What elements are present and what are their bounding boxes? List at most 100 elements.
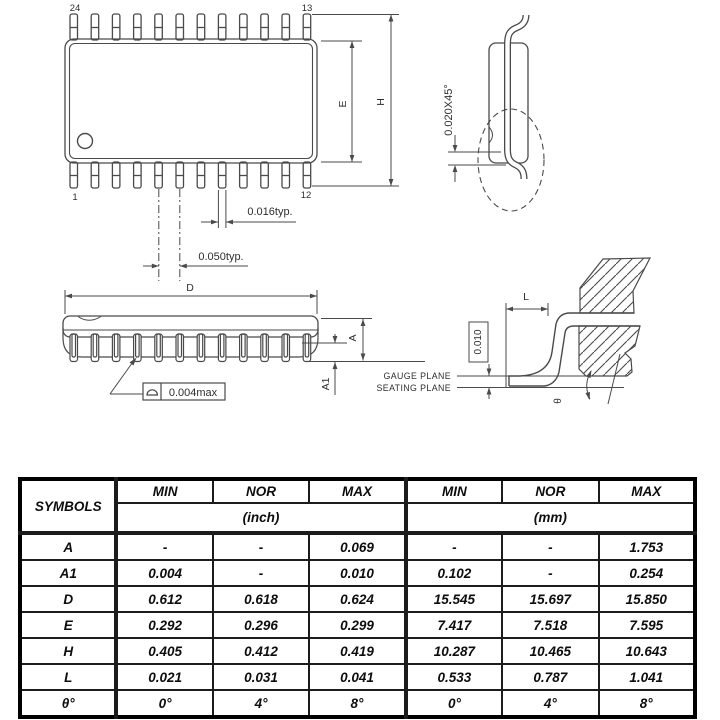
symbol-cell: A bbox=[18, 532, 118, 561]
body-section-lower bbox=[578, 325, 641, 377]
pin-number-1: 1 bbox=[72, 192, 77, 203]
side-view-body bbox=[62, 315, 319, 338]
table-row: L 0.021 0.031 0.041 0.533 0.787 1.041 bbox=[18, 663, 697, 691]
symbol-cell: D bbox=[18, 585, 118, 613]
value-cell: 4° bbox=[501, 689, 600, 718]
value-cell: 0.618 bbox=[211, 585, 311, 613]
table-row: A - - 0.069 - - 1.753 bbox=[18, 532, 697, 561]
table-row: θ° 0° 4° 8° 0° 4° 8° bbox=[18, 689, 697, 718]
value-cell: - bbox=[211, 532, 311, 561]
value-cell: 1.753 bbox=[597, 532, 697, 561]
value-cell: - bbox=[501, 559, 600, 587]
value-cell: 0° bbox=[403, 689, 504, 718]
symbol-cell: A1 bbox=[18, 559, 118, 587]
dim-gauge-offset: 0.010 bbox=[473, 329, 484, 354]
dim-pin-pitch-label: 0.050typ. bbox=[198, 251, 243, 263]
side-view: D A A1 0.004max bbox=[62, 282, 425, 401]
value-cell: 10.643 bbox=[597, 637, 697, 665]
top-pins bbox=[69, 13, 312, 41]
table-row: E 0.292 0.296 0.299 7.417 7.518 7.595 bbox=[18, 611, 697, 639]
value-cell: 0.412 bbox=[211, 637, 311, 665]
package-body-inner bbox=[68, 42, 314, 160]
lead-angle-symbol: θ bbox=[553, 398, 564, 404]
table-header-row: SYMBOLS MIN NOR MAX MIN NOR MAX bbox=[18, 478, 697, 535]
value-cell: 0.296 bbox=[211, 611, 311, 639]
symbol-cell: θ° bbox=[18, 689, 118, 718]
seating-plane-label: SEATING PLANE bbox=[377, 383, 451, 393]
dim-e-label: E bbox=[337, 100, 349, 107]
pin bbox=[69, 13, 79, 41]
mechanical-drawing: 24 13 1 12 E H 0.016typ. 0.050typ. 0.020… bbox=[62, 3, 651, 405]
col-header-max-mm: MAX bbox=[597, 478, 697, 504]
symbols-header-cell: SYMBOLS bbox=[18, 478, 118, 535]
col-header-nor-mm: NOR bbox=[501, 478, 600, 504]
value-cell: 0.041 bbox=[308, 663, 407, 691]
flatness-callout bbox=[142, 382, 226, 401]
value-cell: 0.254 bbox=[597, 559, 697, 587]
pin1-indicator bbox=[76, 132, 94, 150]
symbol-cell: H bbox=[18, 637, 118, 665]
value-cell: - bbox=[403, 532, 504, 561]
value-cell: - bbox=[501, 532, 600, 561]
value-cell: 0.405 bbox=[114, 637, 214, 665]
table-units-row: (inch) (mm) bbox=[20, 502, 697, 535]
value-cell: 10.465 bbox=[501, 637, 600, 665]
symbol-cell: E bbox=[18, 611, 118, 639]
value-cell: 15.697 bbox=[501, 585, 600, 613]
dim-chamfer-label: 0.020X45° bbox=[443, 84, 455, 136]
value-cell: 0.299 bbox=[308, 611, 407, 639]
value-cell: 7.417 bbox=[403, 611, 504, 639]
value-cell: 0.010 bbox=[308, 559, 407, 587]
table-row: D 0.612 0.618 0.624 15.545 15.697 15.850 bbox=[18, 585, 697, 613]
dim-a-label: A bbox=[347, 334, 359, 341]
value-cell: 0.533 bbox=[403, 663, 504, 691]
value-cell: 10.287 bbox=[403, 637, 504, 665]
value-cell: 1.041 bbox=[597, 663, 697, 691]
value-cell: 0.419 bbox=[308, 637, 407, 665]
value-cell: - bbox=[114, 532, 214, 561]
value-cell: 0.292 bbox=[114, 611, 214, 639]
col-header-max-inch: MAX bbox=[308, 478, 407, 504]
pin-number-12: 12 bbox=[301, 190, 312, 201]
unit-mm-cell: (mm) bbox=[403, 502, 697, 535]
gauge-plane-label: GAUGE PLANE bbox=[384, 371, 451, 381]
value-cell: 7.518 bbox=[501, 611, 600, 639]
value-cell: 0° bbox=[114, 689, 214, 718]
value-cell: 0.787 bbox=[501, 663, 600, 691]
side-view-shell bbox=[62, 328, 319, 358]
dim-d-label: D bbox=[186, 282, 194, 294]
flatness-icon bbox=[146, 389, 159, 396]
dim-l-label: L bbox=[523, 291, 529, 303]
dim-h-label: H bbox=[375, 98, 387, 106]
value-cell: 8° bbox=[308, 689, 407, 718]
col-header-min-inch: MIN bbox=[114, 478, 214, 504]
table-row: H 0.405 0.412 0.419 10.287 10.465 10.643 bbox=[18, 637, 697, 665]
end-view-lead bbox=[504, 14, 530, 180]
value-cell: 15.850 bbox=[597, 585, 697, 613]
dimension-table: SYMBOLS MIN NOR MAX MIN NOR MAX (inch) (… bbox=[18, 477, 697, 719]
end-view: 0.020X45° bbox=[443, 14, 545, 212]
lead-outline-bottom bbox=[509, 325, 640, 387]
symbol-cell: L bbox=[18, 663, 118, 691]
package-body bbox=[64, 38, 318, 164]
value-cell: 7.595 bbox=[597, 611, 697, 639]
body-section-upper bbox=[579, 257, 651, 314]
value-cell: 0.069 bbox=[308, 532, 407, 561]
unit-inch-cell: (inch) bbox=[114, 502, 407, 535]
dim-a1-label: A1 bbox=[320, 377, 332, 390]
value-cell: 0.102 bbox=[403, 559, 504, 587]
top-view: 24 13 1 12 E H 0.016typ. 0.050typ. bbox=[64, 3, 399, 281]
col-header-min-mm: MIN bbox=[403, 478, 504, 504]
value-cell: 15.545 bbox=[403, 585, 504, 613]
value-cell: 0.021 bbox=[114, 663, 214, 691]
pin-number-24: 24 bbox=[70, 3, 81, 14]
value-cell: 0.624 bbox=[308, 585, 407, 613]
pin-number-13: 13 bbox=[302, 3, 313, 14]
value-cell: 8° bbox=[597, 689, 697, 718]
table-row: A1 0.004 - 0.010 0.102 - 0.254 bbox=[18, 559, 697, 587]
col-header-nor-inch: NOR bbox=[211, 478, 311, 504]
bottom-pins bbox=[69, 161, 312, 189]
value-cell: 4° bbox=[211, 689, 311, 718]
value-cell: 0.612 bbox=[114, 585, 214, 613]
